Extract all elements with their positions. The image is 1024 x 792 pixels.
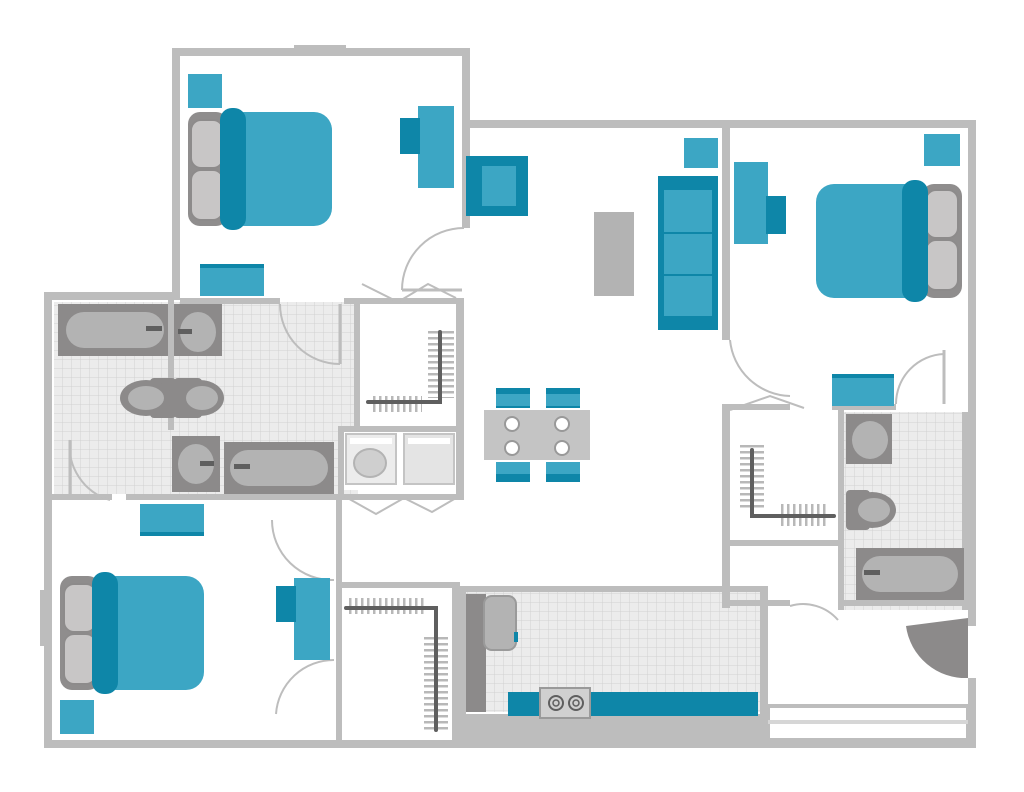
sink-icon <box>846 414 892 464</box>
nightstand-icon <box>188 74 222 108</box>
sofa-icon <box>658 176 718 330</box>
living-room <box>466 138 718 482</box>
walls <box>40 45 976 748</box>
kitchen <box>466 594 758 719</box>
bedroom-right <box>734 134 962 406</box>
toilet-icon <box>174 378 224 418</box>
desk-icon <box>734 162 786 244</box>
closet-right <box>740 444 836 526</box>
bed-icon <box>816 180 962 302</box>
laundry <box>345 433 455 485</box>
dresser-icon <box>832 374 894 406</box>
toilet-icon <box>120 378 176 418</box>
closet-rod-icon <box>750 448 836 518</box>
bathroom-left <box>58 304 176 418</box>
toilet-icon <box>846 490 896 530</box>
nightstand-icon <box>60 700 94 734</box>
closet-bottom <box>344 598 448 732</box>
bathtub-icon <box>224 442 334 494</box>
desk-icon <box>400 106 454 188</box>
coffee-table-icon <box>594 212 634 296</box>
bathroom-right <box>846 414 964 600</box>
bathtub-icon <box>58 304 168 356</box>
bed-icon <box>188 108 332 230</box>
sink-icon <box>172 436 220 492</box>
dining-table-icon <box>484 388 590 482</box>
entry-door-icon <box>906 618 968 679</box>
side-table-icon <box>684 138 718 168</box>
bathtub-icon <box>856 548 964 600</box>
dresser-icon <box>140 504 204 536</box>
stove-icon <box>539 687 591 719</box>
bed-icon <box>60 572 204 694</box>
counter-icon <box>466 594 486 712</box>
dresser-icon <box>200 264 264 296</box>
closet-rod-icon <box>344 606 438 732</box>
closet-top-left <box>366 328 454 412</box>
armchair-icon <box>466 156 528 216</box>
refrigerator-icon <box>483 595 518 651</box>
desk-icon <box>276 578 330 660</box>
bedroom-bottom-left <box>60 504 330 734</box>
dryer-icon <box>403 433 455 485</box>
doors <box>68 227 968 715</box>
nightstand-icon <box>924 134 960 166</box>
bathroom-center <box>172 304 334 494</box>
sink-icon <box>174 304 222 356</box>
bedroom-top-left <box>188 74 454 296</box>
closet-rod-icon <box>366 330 442 404</box>
washer-icon <box>345 433 397 485</box>
